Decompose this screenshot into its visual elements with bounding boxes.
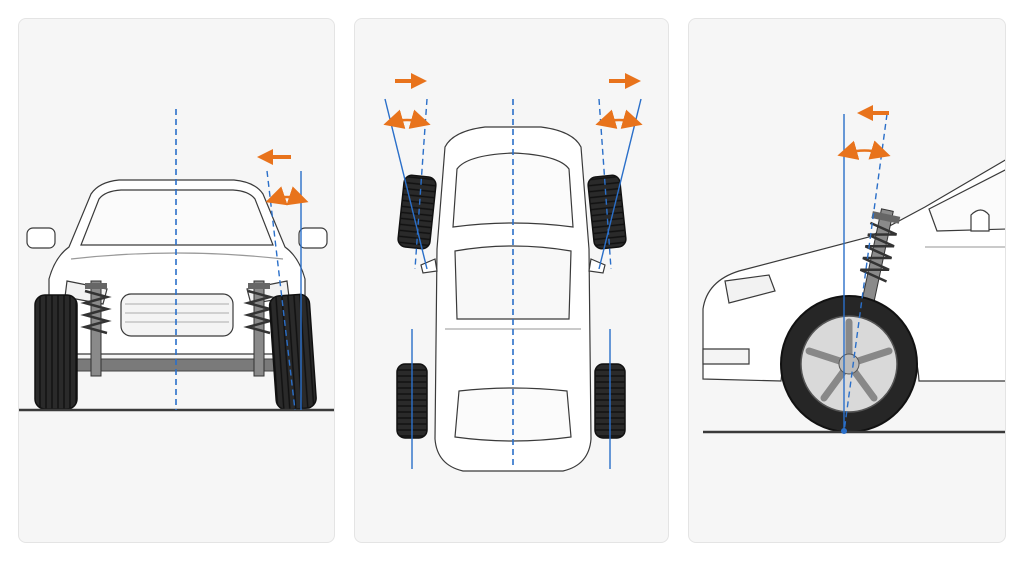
top-view-diagram	[383, 73, 643, 472]
steering-axis-line	[843, 113, 888, 433]
top-view-panel	[354, 18, 669, 543]
front-view-panel	[18, 18, 335, 543]
caster-angle-arc	[837, 140, 891, 160]
camber-angle-arc	[265, 186, 309, 206]
right-reference-line	[598, 98, 612, 270]
right-toe-angle-arc	[595, 109, 643, 129]
contact-point	[841, 428, 847, 434]
left-toe-angle-arc	[383, 109, 431, 129]
side-view-diagram	[702, 105, 1005, 434]
car-body-side	[702, 159, 1005, 382]
right-strut	[243, 280, 275, 377]
front-left-tire	[397, 174, 437, 250]
side-view-panel	[688, 18, 1006, 543]
front-view-diagram	[19, 109, 334, 412]
left-strut	[80, 280, 112, 377]
left-reference-line	[414, 98, 428, 270]
camber-line	[266, 170, 296, 411]
front-wheel	[780, 295, 918, 433]
left-tire	[34, 294, 78, 410]
